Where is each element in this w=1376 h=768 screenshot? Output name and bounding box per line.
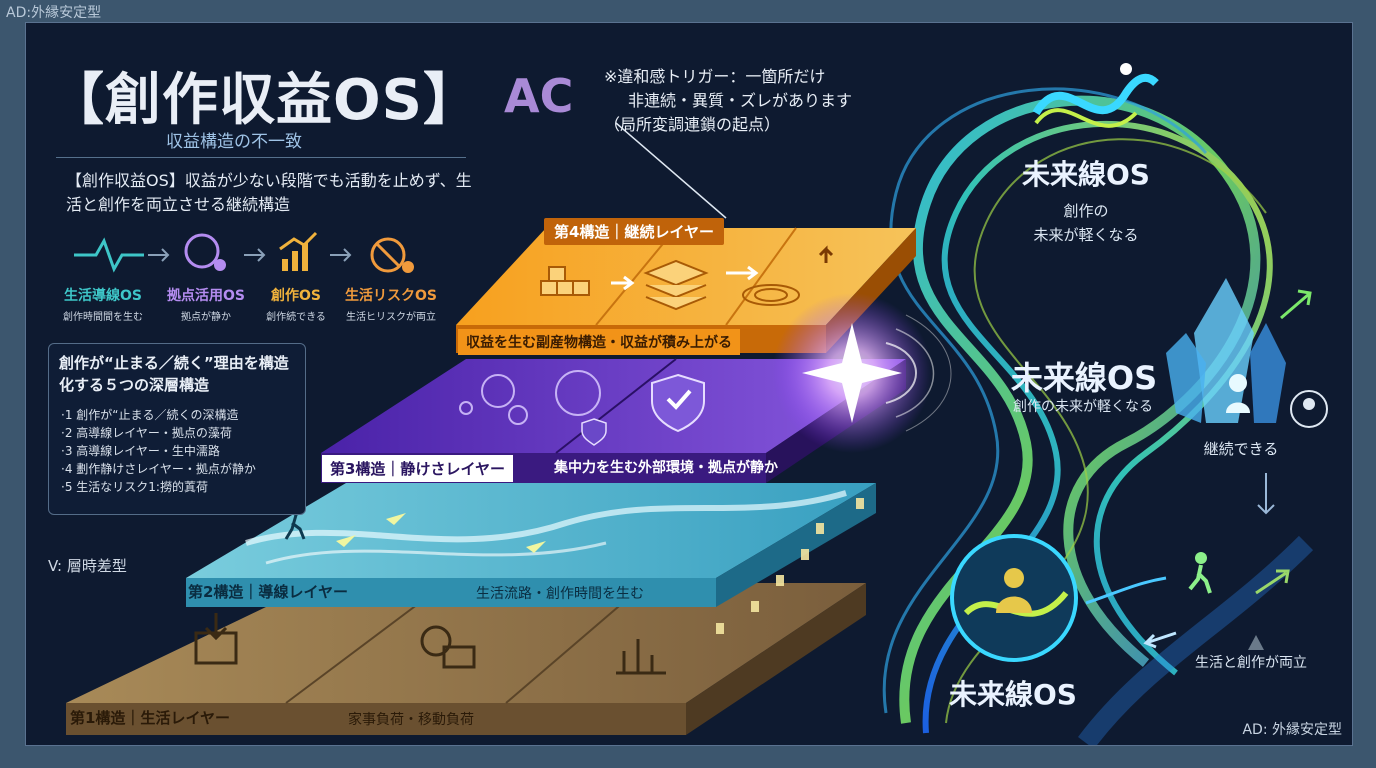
heartbeat-icon	[74, 237, 144, 273]
wave-emblem-icon	[1032, 63, 1159, 128]
list-item: ·3 高導線レイヤー・生中濡路	[61, 444, 220, 458]
title-suffix: AC	[504, 69, 574, 123]
list-item: ·1 創作が“止まる／続くの深構造	[61, 408, 239, 422]
flow-item-sub: 創作続できる	[266, 312, 326, 323]
crystal-icon	[1166, 278, 1328, 428]
flow-item-label: 拠点活用OS	[167, 288, 245, 304]
list-item: ·2 高導線レイヤー・拠点の藻荷	[61, 426, 232, 440]
growth-chart-icon	[279, 231, 318, 271]
deep-structure-box: 創作が“止まる／続く”理由を構造化する５つの深層構造 ·1 創作が“止まる／続く…	[48, 343, 306, 515]
layer4-desc: 収益を生む副産物構造・収益が積み上がる	[458, 329, 740, 355]
title-divider	[56, 157, 466, 158]
layer3-label: 第3構造｜静けさレイヤー	[322, 455, 513, 482]
future-os-top-label: 未来線OS	[1022, 158, 1150, 191]
description: 【創作収益OS】収益が少ない段階でも活動を止めず、生活と創作を両立させる継続構造	[66, 171, 472, 214]
flow-item-label: 生活導線OS	[64, 288, 142, 304]
future-os-top-sub-line1: 創作の	[1063, 202, 1109, 220]
flow-item-sub: 創作時間間を生む	[63, 312, 143, 323]
layer2-label: 第2構造｜導線レイヤー	[188, 583, 348, 601]
flow-item-sub: 生活ヒリスクが両立	[346, 312, 436, 323]
page-subtitle: 収益構造の不一致	[166, 132, 302, 152]
shield-user-icon	[184, 233, 226, 271]
infographic-panel: 【創作収益OS】 AC 収益構造の不一致 【創作収益OS】収益が少ない段階でも活…	[25, 22, 1353, 746]
flow-item-life-risk: 生活リスクOS 生活ヒリスクが両立	[336, 285, 446, 323]
anomaly-star	[772, 293, 952, 453]
layer2-desc: 生活流路・創作時間を生む	[476, 586, 644, 602]
layer1-label: 第1構造｜生活レイヤー	[70, 709, 230, 727]
layer1-icons	[194, 613, 666, 675]
future-os-top-sub-line2: 未来が軽くなる	[1033, 226, 1139, 244]
layer3-desc: 集中力を生む外部環境・拠点が静か	[554, 460, 778, 476]
background-art	[66, 63, 1328, 745]
layer1-desc: 家事負荷・移動負荷	[348, 712, 474, 728]
flow-item-base-use: 拠点活用OS 拠点が静か	[151, 285, 261, 323]
future-os-bottom-label: 未来線OS	[949, 678, 1077, 711]
flow-item-sub: 拠点が静か	[181, 312, 231, 323]
flow-item-creation: 創作OS 創作続できる	[241, 285, 351, 323]
path-walker-icon	[1143, 473, 1290, 650]
deep-structure-heading: 創作が“止まる／続く”理由を構造化する５つの深層構造	[59, 354, 289, 394]
crystal-caption: 継続できる	[1203, 440, 1279, 458]
corner-tag: AD:外縁安定型	[6, 5, 102, 21]
layer4-icons	[540, 245, 834, 311]
no-risk-icon	[370, 237, 414, 273]
trigger-note: ※違和感トリガー：一箇所だけ 非連続・異質・ズレがあります （局所変調連鎖の起点…	[604, 65, 924, 137]
trigger-note-line3: （局所変調連鎖の起点）	[604, 115, 781, 134]
future-os-top-sub: 創作の 未来が軽くなる	[1001, 199, 1171, 247]
flow-item-label: 創作OS	[271, 288, 321, 304]
page-title: 【創作収益OS】	[48, 68, 480, 133]
layer2-slab	[186, 483, 876, 607]
trigger-note-line1: ※違和感トリガー：一箇所だけ	[604, 67, 826, 86]
layer4-label: 第4構造｜継続レイヤー	[544, 218, 724, 245]
list-item: ·4 劃作静けさレイヤー・拠点が静か	[61, 462, 256, 476]
deep-structure-list: ·1 創作が“止まる／続くの深構造 ·2 高導線レイヤー・拠点の藻荷 ·3 高導…	[61, 406, 256, 496]
bubble-icons	[459, 370, 601, 425]
future-os-mid-label: 未来線OS	[1010, 359, 1158, 397]
future-os-mid-sub: 創作の未来が軽くなる	[1013, 399, 1153, 415]
document-sparkles	[716, 498, 864, 634]
list-item: ·5 生活なリスク1:撈的蒖荷	[61, 480, 208, 494]
flow-item-life-line: 生活導線OS 創作時間間を生む	[48, 285, 158, 323]
footer-tag: AD: 外縁安定型	[1242, 722, 1342, 738]
flow-item-label: 生活リスクOS	[345, 288, 437, 304]
note-pointer-line	[615, 122, 727, 219]
trigger-note-line2: 非連続・異質・ズレがあります	[628, 91, 853, 110]
path-caption: 生活と創作が両立	[1195, 655, 1307, 671]
v-type-label: V: 層時差型	[48, 557, 127, 575]
future-circle-icon	[950, 534, 1167, 662]
flow-icons	[74, 231, 414, 273]
